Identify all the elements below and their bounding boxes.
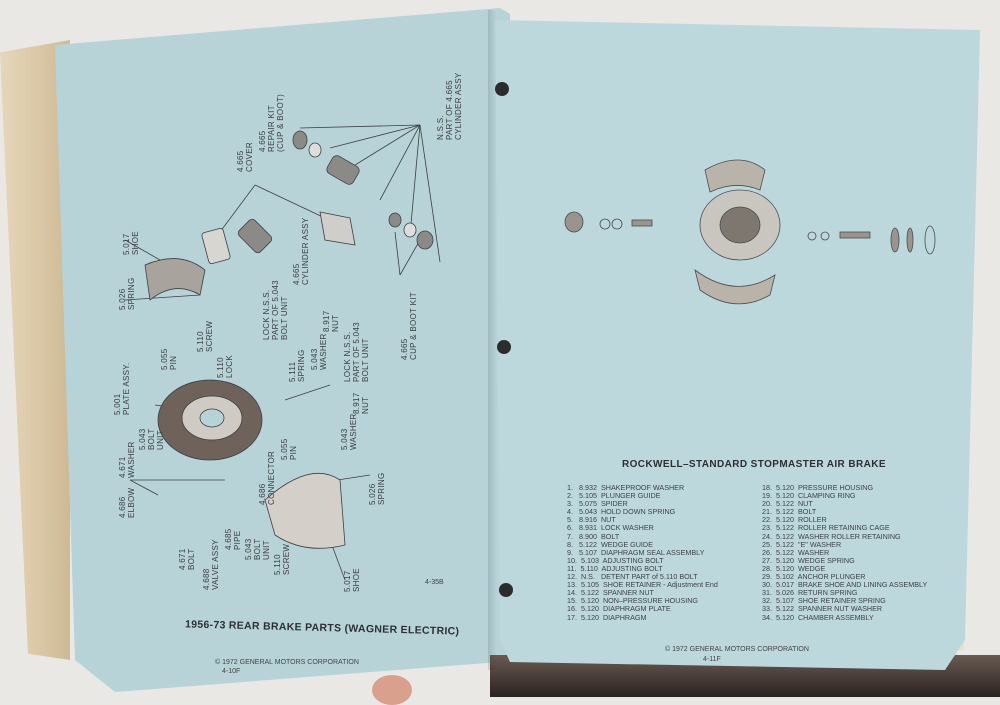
parts-list-item: 11. 5.110 ADJUSTING BOLT [567, 563, 663, 573]
parts-list-item: 21. 5.122 BOLT [762, 507, 817, 517]
callout-label: 5.001 PLATE ASSY. [113, 362, 131, 415]
parts-list-item: 31. 5.026 RETURN SPRING [762, 588, 858, 598]
parts-list-item: 17. 5.120 DIAPHRAGM [567, 612, 647, 622]
callout-label: 4.671 BOLT [178, 548, 196, 570]
parts-list-item: 22. 5.120 ROLLER [762, 515, 827, 525]
callout-label: 4.665 CUP & BOOT KIT [400, 292, 418, 360]
parts-list-item: 23. 5.122 ROLLER RETAINING CAGE [762, 523, 890, 533]
parts-list-item: 24. 5.122 WASHER ROLLER RETAINING [762, 531, 901, 541]
callout-label: 5.017 SHOE [343, 568, 361, 592]
callout-label: 4.688 VALVE ASSY [202, 539, 220, 590]
parts-list-item: 34. 5.120 CHAMBER ASSEMBLY [762, 612, 874, 622]
parts-list-item: 16. 5.120 DIAPHRAGM PLATE [567, 604, 671, 614]
callout-label: 5.055 PIN [280, 438, 298, 460]
callout-label: 5.026 SPRING [118, 277, 136, 310]
parts-list-item: 13. 5.105 SHOE RETAINER - Adjustment End [567, 580, 718, 590]
parts-list-item: 3. 5.075 SPIDER [567, 499, 628, 509]
callout-label: 4.665 CYLINDER ASSY [292, 217, 310, 285]
right-page [495, 20, 980, 670]
callout-label: LOCK N.S.S. PART OF 5.043 BOLT UNIT [343, 322, 370, 382]
callout-label: 5.043 WASHER [310, 333, 328, 370]
binder-hole [495, 82, 509, 96]
right-page-number: 4-11F [703, 656, 721, 663]
thumb [372, 675, 412, 705]
callout-label: 4.686 CONNECTOR [258, 450, 276, 505]
parts-list-item: 1. 8.932 SHAKEPROOF WASHER [567, 483, 685, 492]
left-copyright: © 1972 GENERAL MOTORS CORPORATION [215, 659, 359, 666]
callout-label: LOCK N.S.S. PART OF 5.043 BOLT UNIT [262, 280, 289, 340]
callout-label: 8.917 NUT [352, 392, 370, 414]
parts-list-item: 32. 5.107 SHOE RETAINER SPRING [762, 596, 886, 606]
parts-list-item: 27. 5.120 WEDGE SPRING [762, 555, 855, 565]
parts-list-item: 4. 5.043 HOLD DOWN SPRING [567, 507, 676, 517]
parts-list-item: 7. 8.900 BOLT [567, 531, 620, 541]
parts-list-item: 12. N.S. DETENT PART of 5.110 BOLT [567, 572, 698, 582]
binder-hole [497, 340, 511, 354]
parts-list-item: 5. 8.916 NUT [567, 515, 616, 525]
parts-list-item: 14. 5.122 SPANNER NUT [567, 588, 654, 598]
callout-label: 5.043 WASHER [340, 413, 358, 450]
parts-list-item: 8. 5.122 WEDGE GUIDE [567, 539, 653, 549]
callout-label: 4.665 REPAIR KIT (CUP & BOOT) [258, 93, 285, 152]
callout-label: 8.917 NUT [322, 310, 340, 332]
callout-label: 4.686 ELBOW [118, 487, 136, 518]
callout-label: 5.110 SCREW [196, 320, 214, 352]
left-page-number: 4-10F [222, 668, 241, 675]
right-copyright: © 1972 GENERAL MOTORS CORPORATION [665, 646, 809, 653]
callout-label: 5.110 LOCK [216, 355, 234, 378]
left-page [55, 8, 510, 692]
callout-label: 5.026 SPRING [368, 472, 386, 505]
callout-label: 5.043 BOLT UNIT [138, 428, 165, 450]
parts-list-item: 2. 5.105 PLUNGER GUIDE [567, 491, 661, 501]
parts-list-item: 19. 5.120 CLAMPING RING [762, 491, 856, 501]
parts-list-item: 26. 5.122 WASHER [762, 547, 830, 557]
callout-label: 4.685 PIPE [224, 528, 242, 550]
callout-label: 5.043 BOLT UNIT [244, 538, 271, 560]
callout-label: 4.665 COVER [236, 142, 254, 172]
callout-label: 5.111 SPRING [288, 349, 306, 382]
parts-list-item: 28. 5.120 WEDGE [762, 563, 826, 573]
right-page-title: ROCKWELL–STANDARD STOPMASTER AIR BRAKE [622, 459, 886, 470]
parts-list-item: 29. 5.102 ANCHOR PLUNGER [762, 572, 866, 582]
callout-label: 5.110 SCREW [273, 543, 291, 575]
parts-list-item: 6. 8.931 LOCK WASHER [567, 523, 654, 533]
binder-hole [499, 583, 513, 597]
callout-label: 4.671 WASHER [118, 441, 136, 478]
book-gutter [488, 10, 502, 670]
callout-label: N.S.S. PART OF 4.665 CYLINDER ASSY [436, 72, 463, 140]
figure-id: 4-35B [425, 579, 444, 586]
parts-list-item: 15. 5.120 NON–PRESSURE HOUSING [567, 596, 699, 606]
callout-label: 5.055 PIN [160, 348, 178, 370]
parts-list-item: 30. 5.017 BRAKE SHOE AND LINING ASSEMBLY [762, 580, 928, 590]
parts-list-item: 10. 5.103 ADJUSTING BOLT [567, 555, 664, 565]
parts-list-item: 20. 5.122 NUT [762, 499, 813, 509]
parts-list-item: 25. 5.122 "E" WASHER [762, 539, 842, 549]
parts-list-item: 18. 5.120 PRESSURE HOUSING [762, 483, 874, 492]
parts-list-item: 33. 5.122 SPANNER NUT WASHER [762, 604, 883, 614]
callout-label: 5.017 SHOE [122, 231, 140, 255]
parts-list-item: 9. 5.107 DIAPHRAGM SEAL ASSEMBLY [567, 547, 705, 557]
